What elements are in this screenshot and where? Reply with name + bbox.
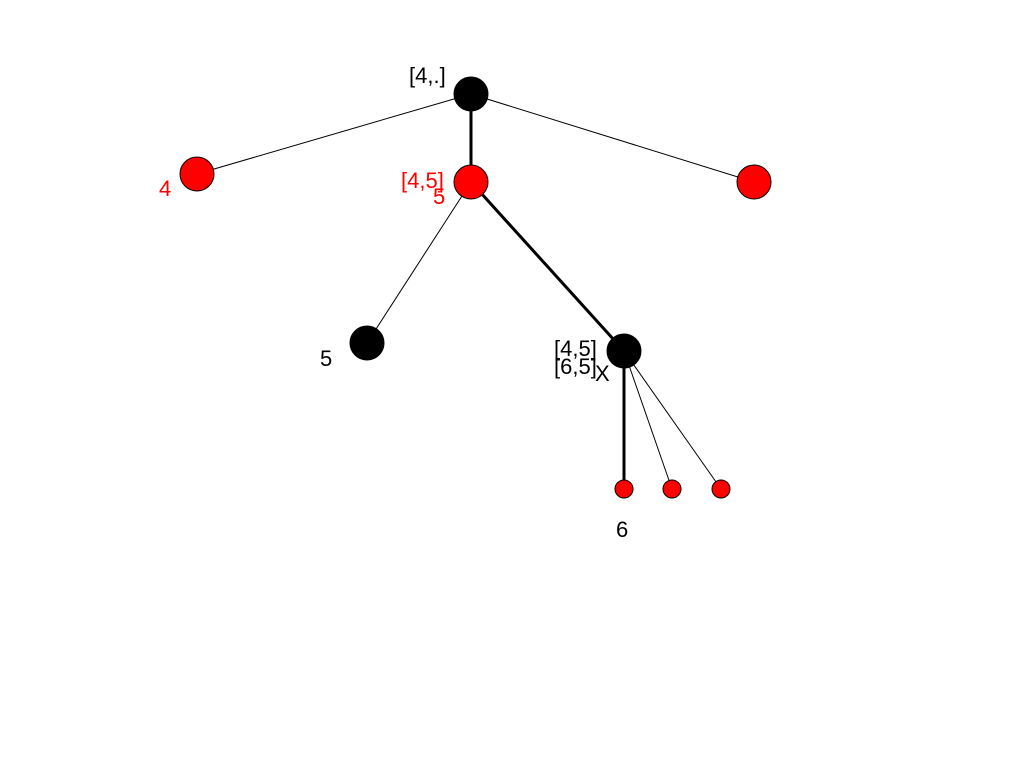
edge-mid-right (469, 180, 626, 353)
max-right-interval-b-label: [6,5] (554, 354, 597, 379)
min-left-value-label: 4 (159, 176, 171, 201)
edge-root-right (470, 93, 755, 183)
max-right-cut-label: X (595, 361, 610, 386)
max-left-value-label: 5 (320, 346, 332, 371)
min-node-left (179, 156, 215, 192)
min-node-mid (453, 164, 489, 200)
max-node-left (349, 325, 385, 361)
max-right-interval-a-label: [4,5] (554, 336, 597, 361)
edge-right-leaf-2 (623, 350, 673, 490)
min-mid-value-label: 5 (433, 184, 445, 209)
edge-root-left (196, 93, 472, 175)
edge-mid-left (366, 181, 472, 344)
max-node-right (606, 333, 642, 369)
min-mid-interval-label: [4,5] (401, 168, 444, 193)
edge-right-leaf-3 (623, 350, 722, 490)
leaf-node-1 (614, 479, 634, 499)
leaf-node-2 (662, 479, 682, 499)
min-node-right (736, 164, 772, 200)
root-max-node (453, 76, 489, 112)
leaf-value-label: 6 (616, 517, 628, 542)
root-interval-label: [4,.] (409, 63, 446, 88)
leaf-node-3 (711, 479, 731, 499)
